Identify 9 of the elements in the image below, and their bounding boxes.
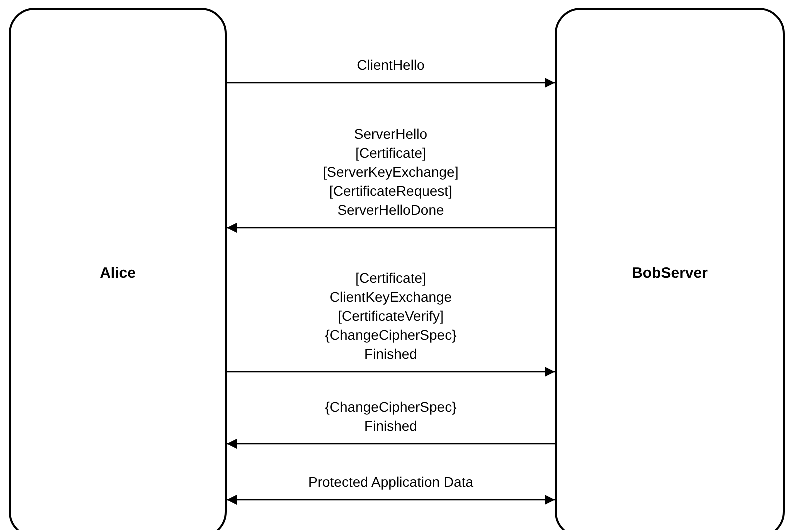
message-arrow bbox=[227, 367, 555, 377]
message-arrow bbox=[227, 78, 555, 88]
participant-name: BobServer bbox=[632, 264, 708, 282]
participant-box bbox=[555, 8, 785, 530]
message-arrow bbox=[227, 439, 555, 449]
participant-name: Alice bbox=[100, 264, 136, 282]
participant-box bbox=[9, 8, 227, 530]
message-arrow bbox=[227, 495, 555, 505]
message-arrow bbox=[227, 223, 555, 233]
